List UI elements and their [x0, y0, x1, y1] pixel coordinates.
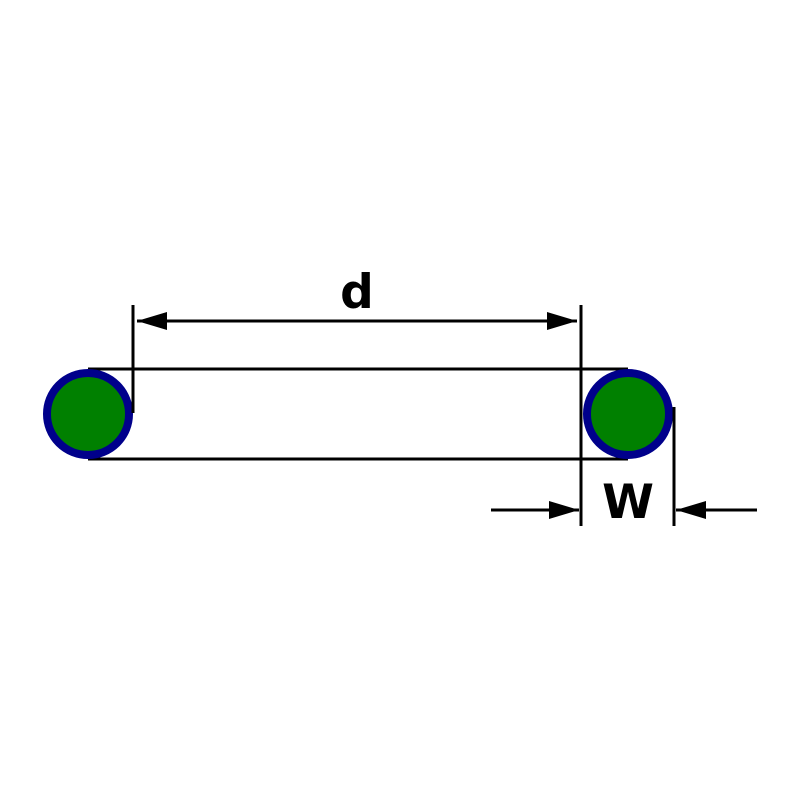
oring-cross-section-left [43, 369, 133, 459]
dimension-w-label: W [602, 475, 654, 530]
oring-cross-section-right [583, 369, 673, 459]
dimension-d-label: d [340, 265, 374, 320]
